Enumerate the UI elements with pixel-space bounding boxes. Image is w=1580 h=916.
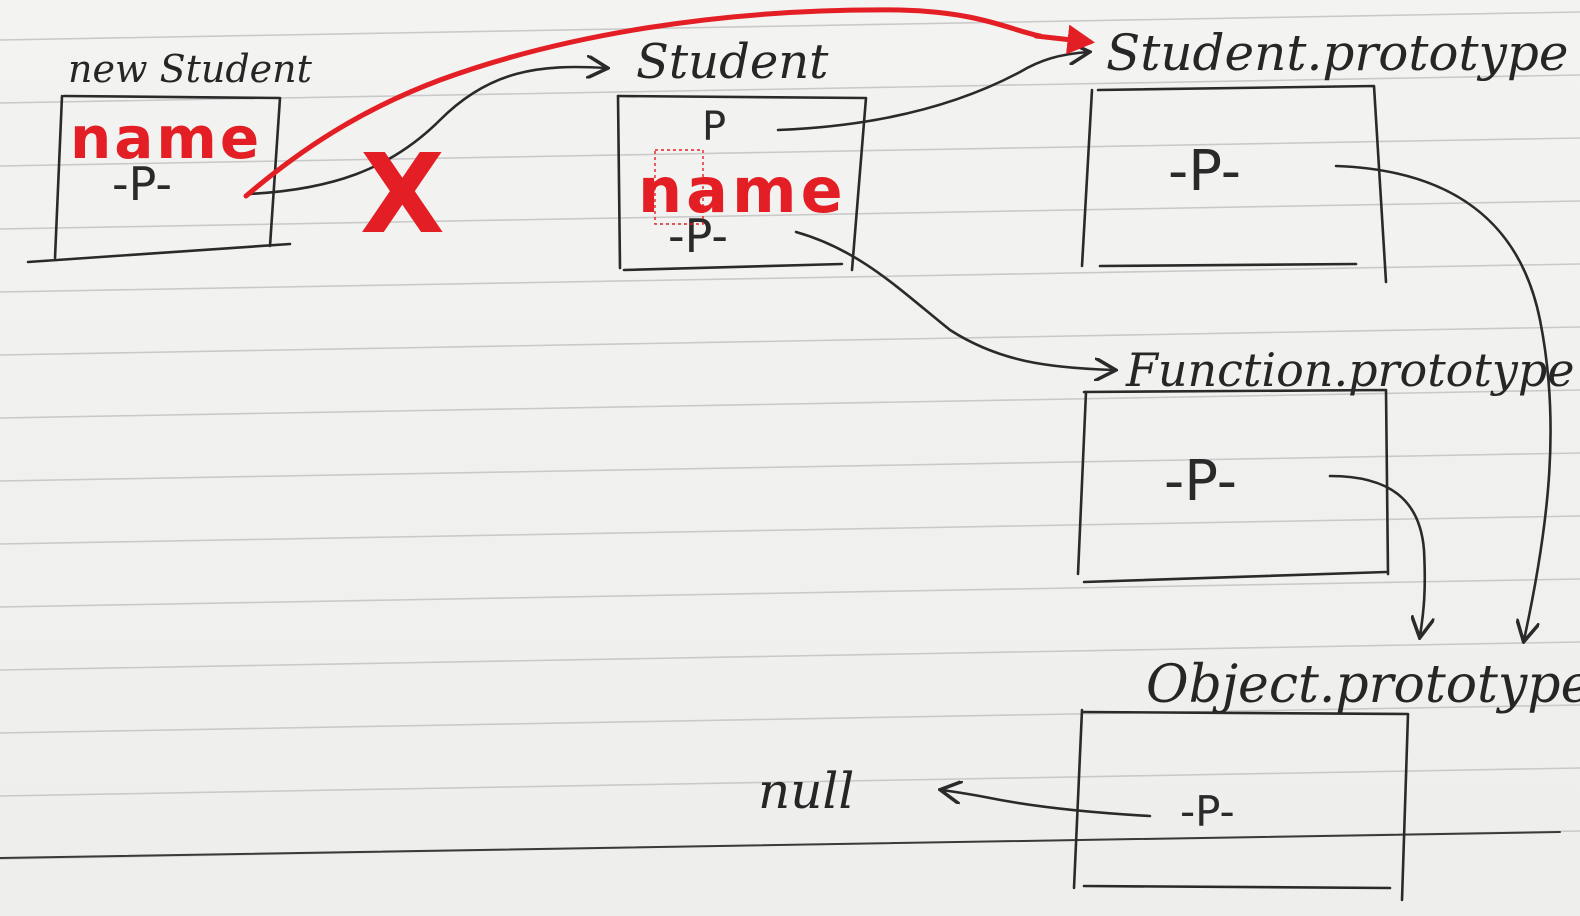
object-prototype-box-outline [1082,710,1410,902]
new-student-box-bottom [26,242,292,264]
ruled-line [0,326,1580,356]
red-cross-mark: X [360,130,445,258]
student-node: Student P -P- name [616,34,868,272]
new-student-box-top [62,94,282,248]
ruled-line [0,200,1580,230]
ruled-line [0,578,1580,608]
object-prototype-box-left [1072,708,1084,890]
arrow-function-prototype-to-object-prototype [1328,474,1425,636]
ruled-line [0,452,1580,482]
arrow-student-prototype-to-object-prototype [1334,164,1552,640]
arrow-instance-to-student [246,67,606,196]
red-arrowhead [1033,24,1095,55]
ruled-line [0,137,1580,167]
student-prototype-box-bottom [1098,262,1358,268]
object-prototype-label: Object.prototype [1146,655,1580,715]
student-label: Student [636,34,829,90]
student-proto-slot: -P- [668,209,728,263]
ruled-line [0,641,1580,671]
ruled-line [0,704,1580,734]
student-prototype-label: Student.prototype [1106,24,1568,82]
arrow-student-p-to-student-prototype [776,52,1088,132]
red-annotations: X [243,7,1095,258]
function-prototype-box-left [1076,390,1088,576]
ruled-line [0,11,1580,41]
ruled-line [0,389,1580,419]
student-prototype-node: Student.prototype -P- [1080,24,1568,284]
student-prototype-box-left [1080,88,1094,268]
function-prototype-box-outline [1082,388,1390,576]
new-student-label: new Student [68,47,313,91]
ruled-line [0,515,1580,545]
new-student-proto-slot: -P- [112,157,172,211]
annotation-name-constructor: name [638,154,847,227]
student-prototype-proto-slot: -P- [1168,139,1241,204]
new-student-node: new Student -P- name [26,47,313,264]
proto-arrows [246,52,1552,818]
arrow-student-to-function-prototype [794,230,1114,370]
object-prototype-box-bottom [1082,884,1392,890]
annotation-name-instance: name [70,104,262,172]
student-box-outline [616,94,868,272]
null-label: null [758,762,854,820]
student-box-left [616,94,622,270]
function-prototype-box-bottom [1082,570,1388,584]
student-p-slot: P [702,104,726,150]
new-student-box-left [53,94,64,260]
student-box-bottom [622,262,844,272]
red-arrow-instance-to-student-prototype [243,7,1043,199]
student-prototype-box-outline [1096,84,1388,284]
function-prototype-proto-slot: -P- [1164,449,1237,514]
object-prototype-node: Object.prototype -P- [1072,655,1580,902]
ruled-line [0,767,1580,797]
object-prototype-proto-slot: -P- [1180,787,1235,836]
ruled-line [0,263,1580,293]
function-prototype-label: Function.prototype [1125,343,1575,397]
arrow-object-prototype-to-null [942,790,1152,818]
bottom-edge [0,831,1561,859]
function-prototype-node: Function.prototype -P- [1076,343,1575,584]
selection-marquee [654,149,704,225]
